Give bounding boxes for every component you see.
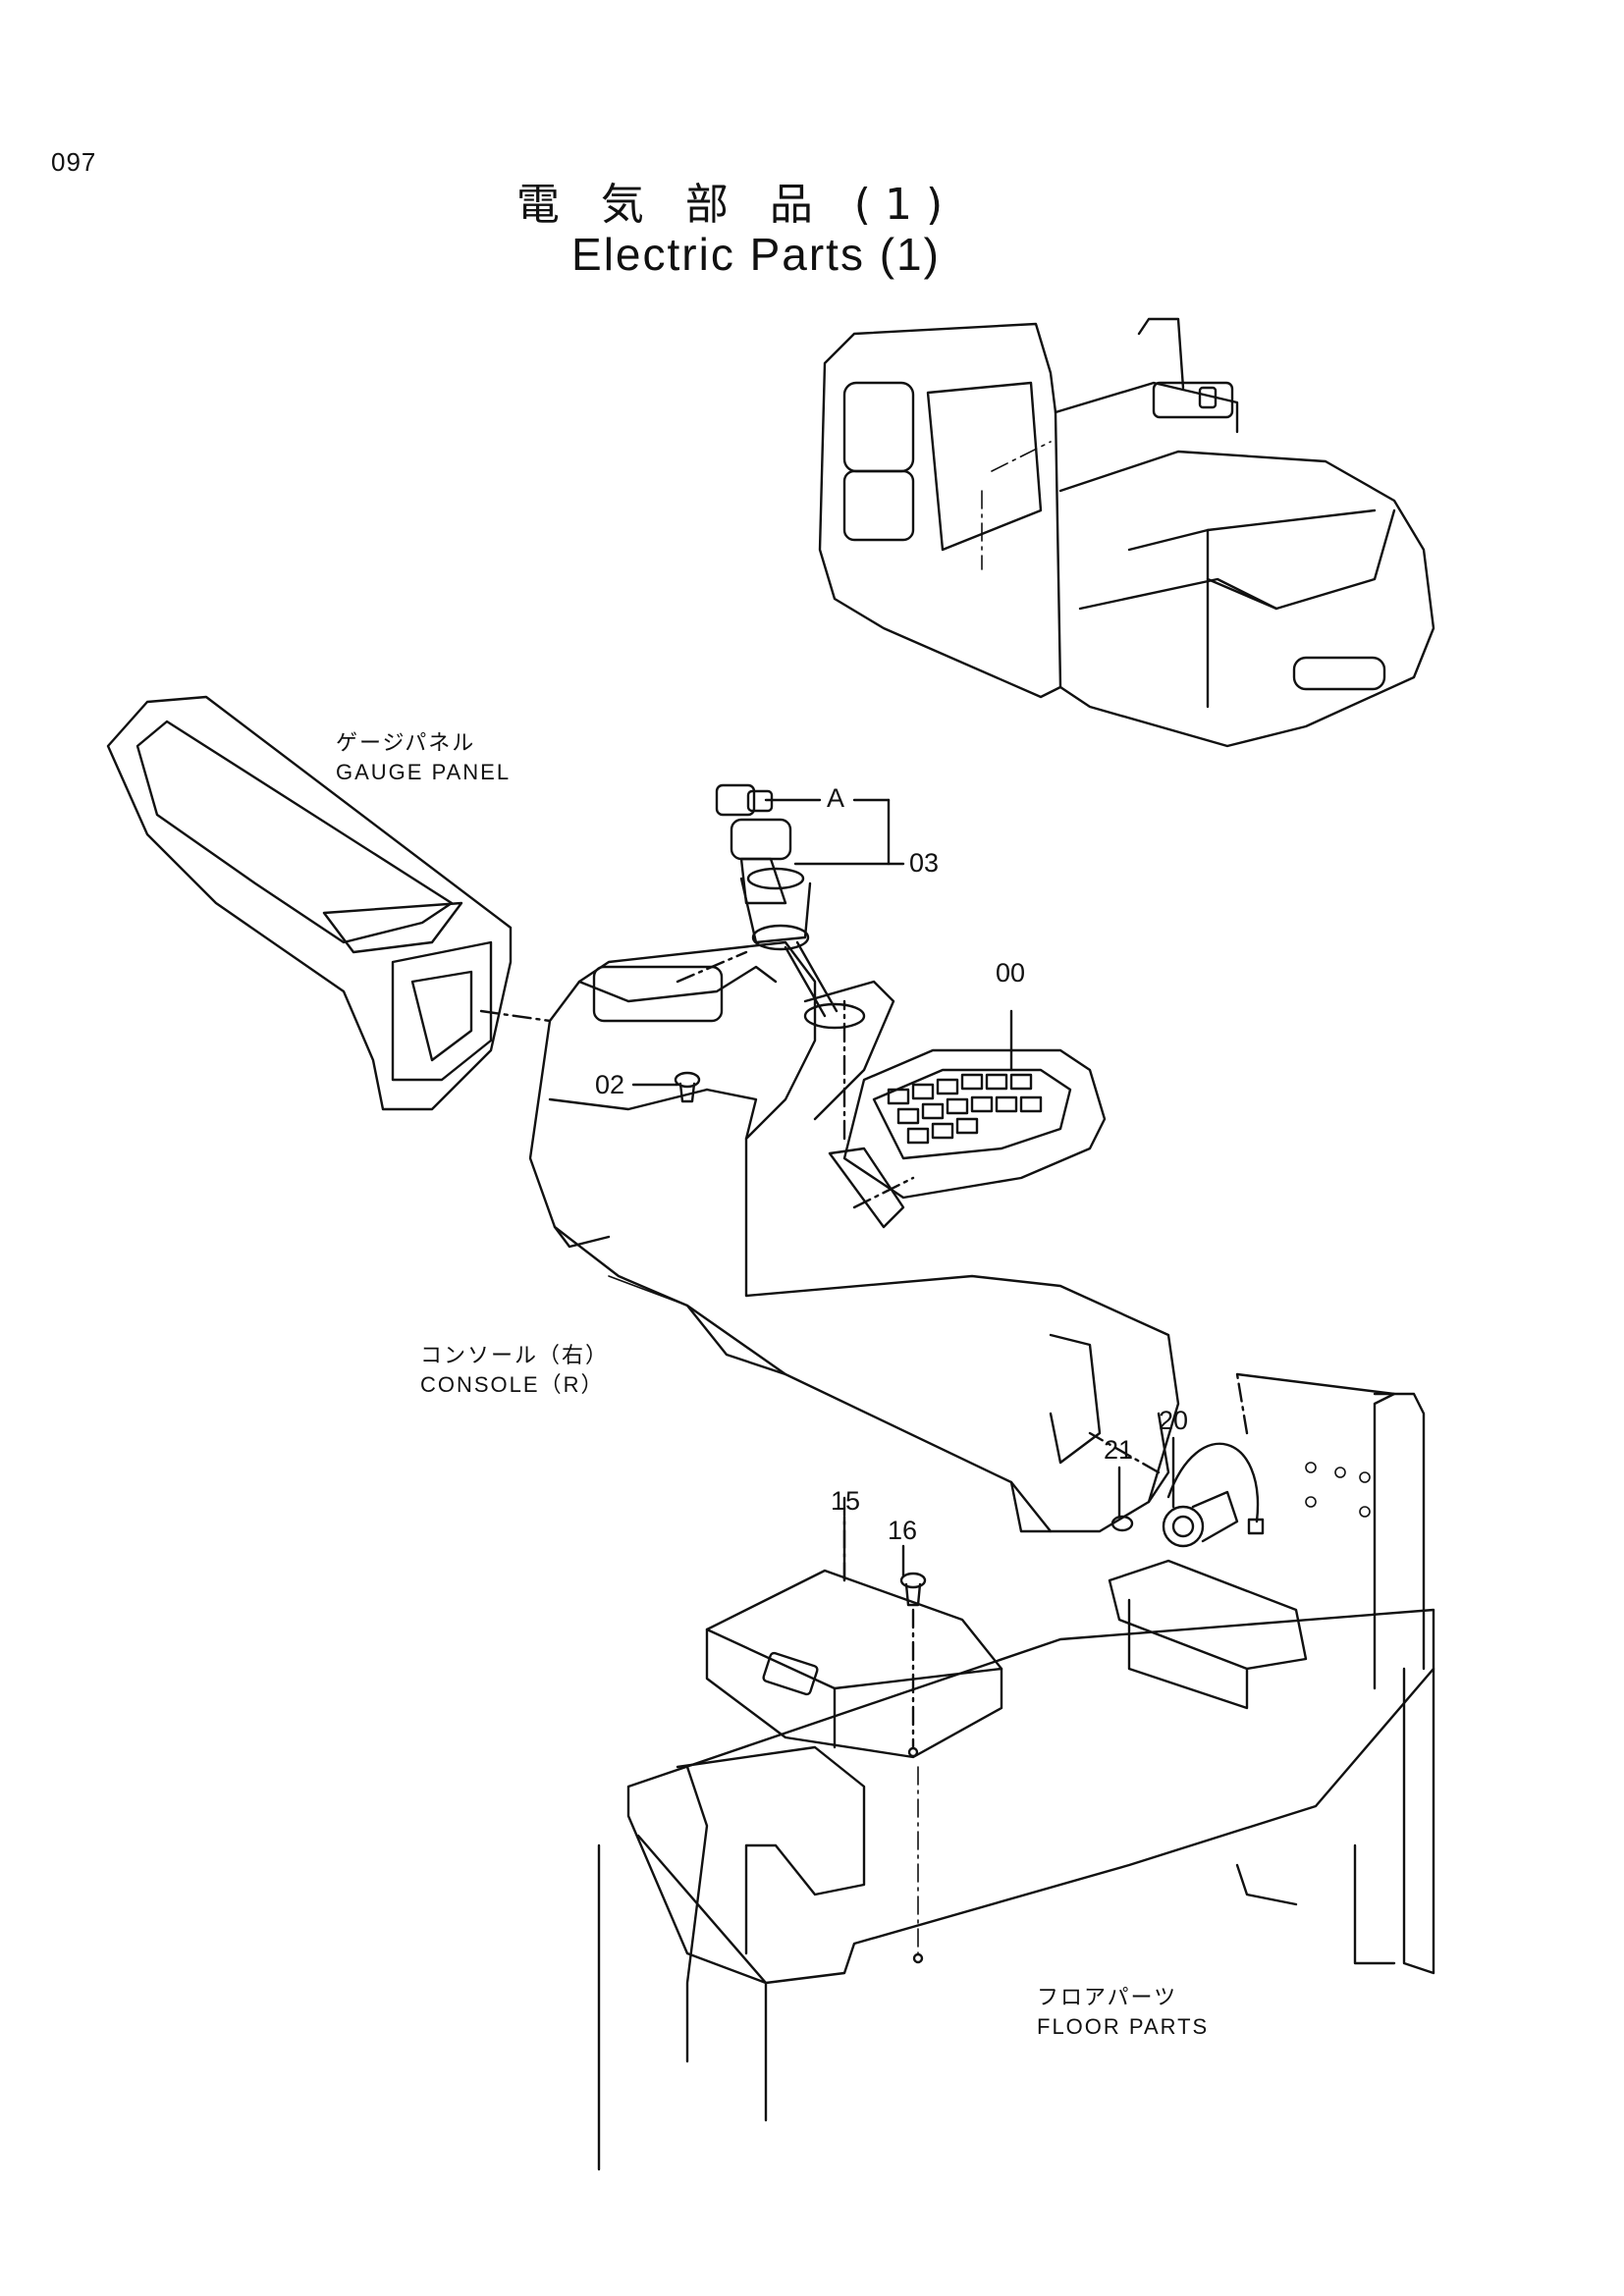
horn-buzzer-illustration bbox=[1110, 1442, 1265, 1548]
monitor-unit-illustration bbox=[828, 1048, 1107, 1229]
callout-20: 20 bbox=[1159, 1406, 1189, 1435]
callout-02: 02 bbox=[595, 1070, 625, 1099]
gauge-panel-label: ゲージパネル GAUGE PANEL bbox=[336, 728, 511, 787]
console-r-label: コンソール（右） CONSOLE（R） bbox=[420, 1341, 609, 1400]
callout-leader-lines bbox=[631, 798, 1175, 1582]
controller-15-illustration bbox=[705, 1569, 1003, 1759]
gauge-panel-label-en: GAUGE PANEL bbox=[336, 760, 512, 784]
key-switch-illustration bbox=[715, 783, 839, 1018]
callout-21: 21 bbox=[1104, 1435, 1134, 1465]
console-r-label-en: CONSOLE（R） bbox=[420, 1372, 605, 1397]
floor-parts-label-jp: フロアパーツ bbox=[1037, 1985, 1178, 2009]
excavator-overview-illustration bbox=[818, 317, 1435, 748]
floor-parts-label-en: FLOOR PARTS bbox=[1037, 2014, 1210, 2039]
page-number: 097 bbox=[51, 147, 97, 177]
gauge-panel-label-jp: ゲージパネル bbox=[336, 730, 476, 755]
floor-parts-illustration bbox=[597, 1372, 1435, 2171]
callout-00: 00 bbox=[996, 958, 1026, 988]
callout-A: A bbox=[827, 783, 845, 813]
console-r-label-jp: コンソール（右） bbox=[420, 1343, 610, 1367]
page-title-english: Electric Parts (1) bbox=[571, 229, 941, 280]
bolt-02-illustration bbox=[674, 1071, 701, 1103]
callout-16: 16 bbox=[888, 1516, 918, 1545]
console-r-illustration bbox=[528, 940, 1180, 1533]
gauge-panel-illustration bbox=[106, 695, 513, 1111]
assembly-leader-lines bbox=[479, 950, 1249, 1749]
floor-parts-label: フロアパーツ FLOOR PARTS bbox=[1037, 1983, 1209, 2042]
callout-03: 03 bbox=[909, 848, 940, 878]
page-title-japanese: 電 気 部 品 (1) bbox=[515, 180, 957, 230]
callout-15: 15 bbox=[831, 1486, 861, 1516]
